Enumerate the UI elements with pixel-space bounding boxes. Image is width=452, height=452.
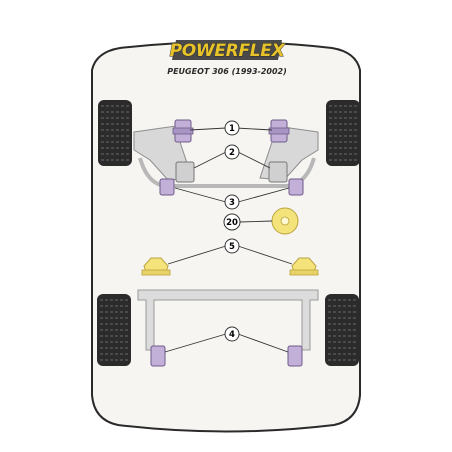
bush-2-left [175, 161, 195, 183]
leader-lines [164, 127, 293, 353]
rear-beam [137, 289, 319, 351]
svg-text:3: 3 [229, 198, 235, 208]
svg-text:POWERFLEX: POWERFLEX [170, 41, 286, 61]
svg-text:1: 1 [229, 124, 235, 134]
bush-3-right [288, 178, 304, 196]
anti-roll-bar [138, 157, 316, 188]
bush-5-right [289, 257, 319, 276]
bush-5-left [141, 257, 171, 276]
bush-4-right [287, 345, 303, 367]
front-left-tyre [98, 100, 132, 166]
svg-text:5: 5 [229, 242, 235, 252]
svg-text:20: 20 [226, 218, 238, 228]
callout-4: 4 [224, 326, 240, 342]
front-right-tyre [326, 100, 360, 166]
svg-text:4: 4 [229, 330, 235, 340]
callout-2: 2 [224, 144, 240, 160]
rear-right-tyre [325, 294, 359, 366]
bush-2-right [268, 161, 288, 183]
bush-4-left [150, 345, 166, 367]
vehicle-subtitle: PEUGEOT 306 (1993-2002) [167, 67, 287, 76]
car-body-outline [91, 41, 361, 433]
callout-3: 3 [224, 194, 240, 210]
bush-1-left [172, 119, 194, 143]
callout-5: 5 [224, 238, 240, 254]
bush-3-left [159, 178, 175, 196]
brand-logo: POWERFLEX [169, 40, 286, 61]
callout-20: 20 [223, 213, 241, 231]
callout-1: 1 [224, 120, 240, 136]
svg-text:2: 2 [229, 148, 235, 158]
bush-20-insert [271, 207, 299, 235]
bush-1-right [268, 119, 290, 143]
rear-left-tyre [97, 294, 131, 366]
